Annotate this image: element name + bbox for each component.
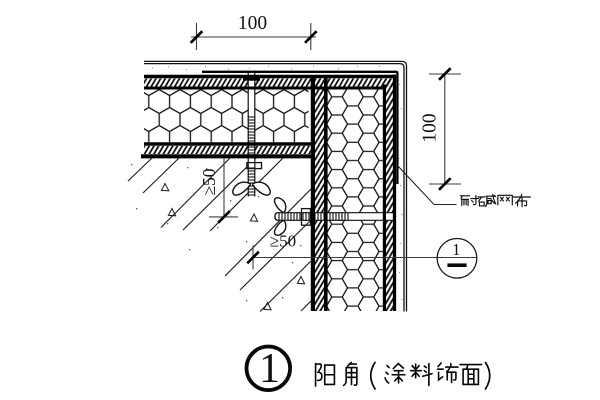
svg-text:100: 100 [420,113,441,142]
svg-text:≥50: ≥50 [199,168,219,195]
svg-text:1: 1 [452,240,460,259]
svg-text:≥50: ≥50 [270,231,296,250]
svg-text:1: 1 [259,346,280,392]
svg-text:100: 100 [238,13,267,34]
